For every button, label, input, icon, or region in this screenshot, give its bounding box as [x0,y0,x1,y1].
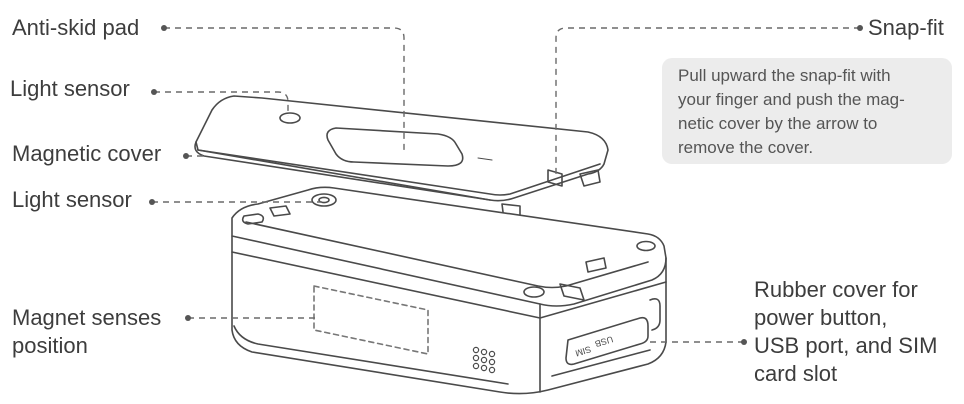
snap-fit-instruction-note: Pull upward the snap-fit with your finge… [662,58,952,164]
sim-slot-label: SIM [574,344,592,358]
label-light-sensor-top: Light sensor [10,76,130,101]
label-magnet-senses-line2: position [12,333,88,358]
label-light-sensor-bottom: Light sensor [12,187,132,212]
note-line-3: netic cover by the arrow to [678,114,878,133]
label-magnet-senses-line1: Magnet senses [12,305,162,330]
label-snap-fit: Snap-fit [868,15,944,40]
label-magnetic-cover: Magnetic cover [12,141,162,166]
device-body-shape [231,186,667,395]
label-rubber-cover-line3: USB port, and SIM [754,333,938,358]
label-rubber-cover-line1: Rubber cover for [754,277,918,302]
magnetic-cover-shape [194,95,609,223]
leader-anti-skid-pad [164,27,405,150]
leader-light-sensor-top [154,91,289,116]
note-line-1: Pull upward the snap-fit with [678,66,891,85]
label-anti-skid-pad: Anti-skid pad [12,15,140,40]
note-line-2: your finger and push the mag- [678,90,905,109]
label-rubber-cover-line2: power button, [754,305,888,330]
note-line-4: remove the cover. [678,138,814,157]
leader-snap-fit [555,27,860,176]
label-rubber-cover-line4: card slot [754,361,838,386]
usb-port-label: USB [594,334,615,349]
